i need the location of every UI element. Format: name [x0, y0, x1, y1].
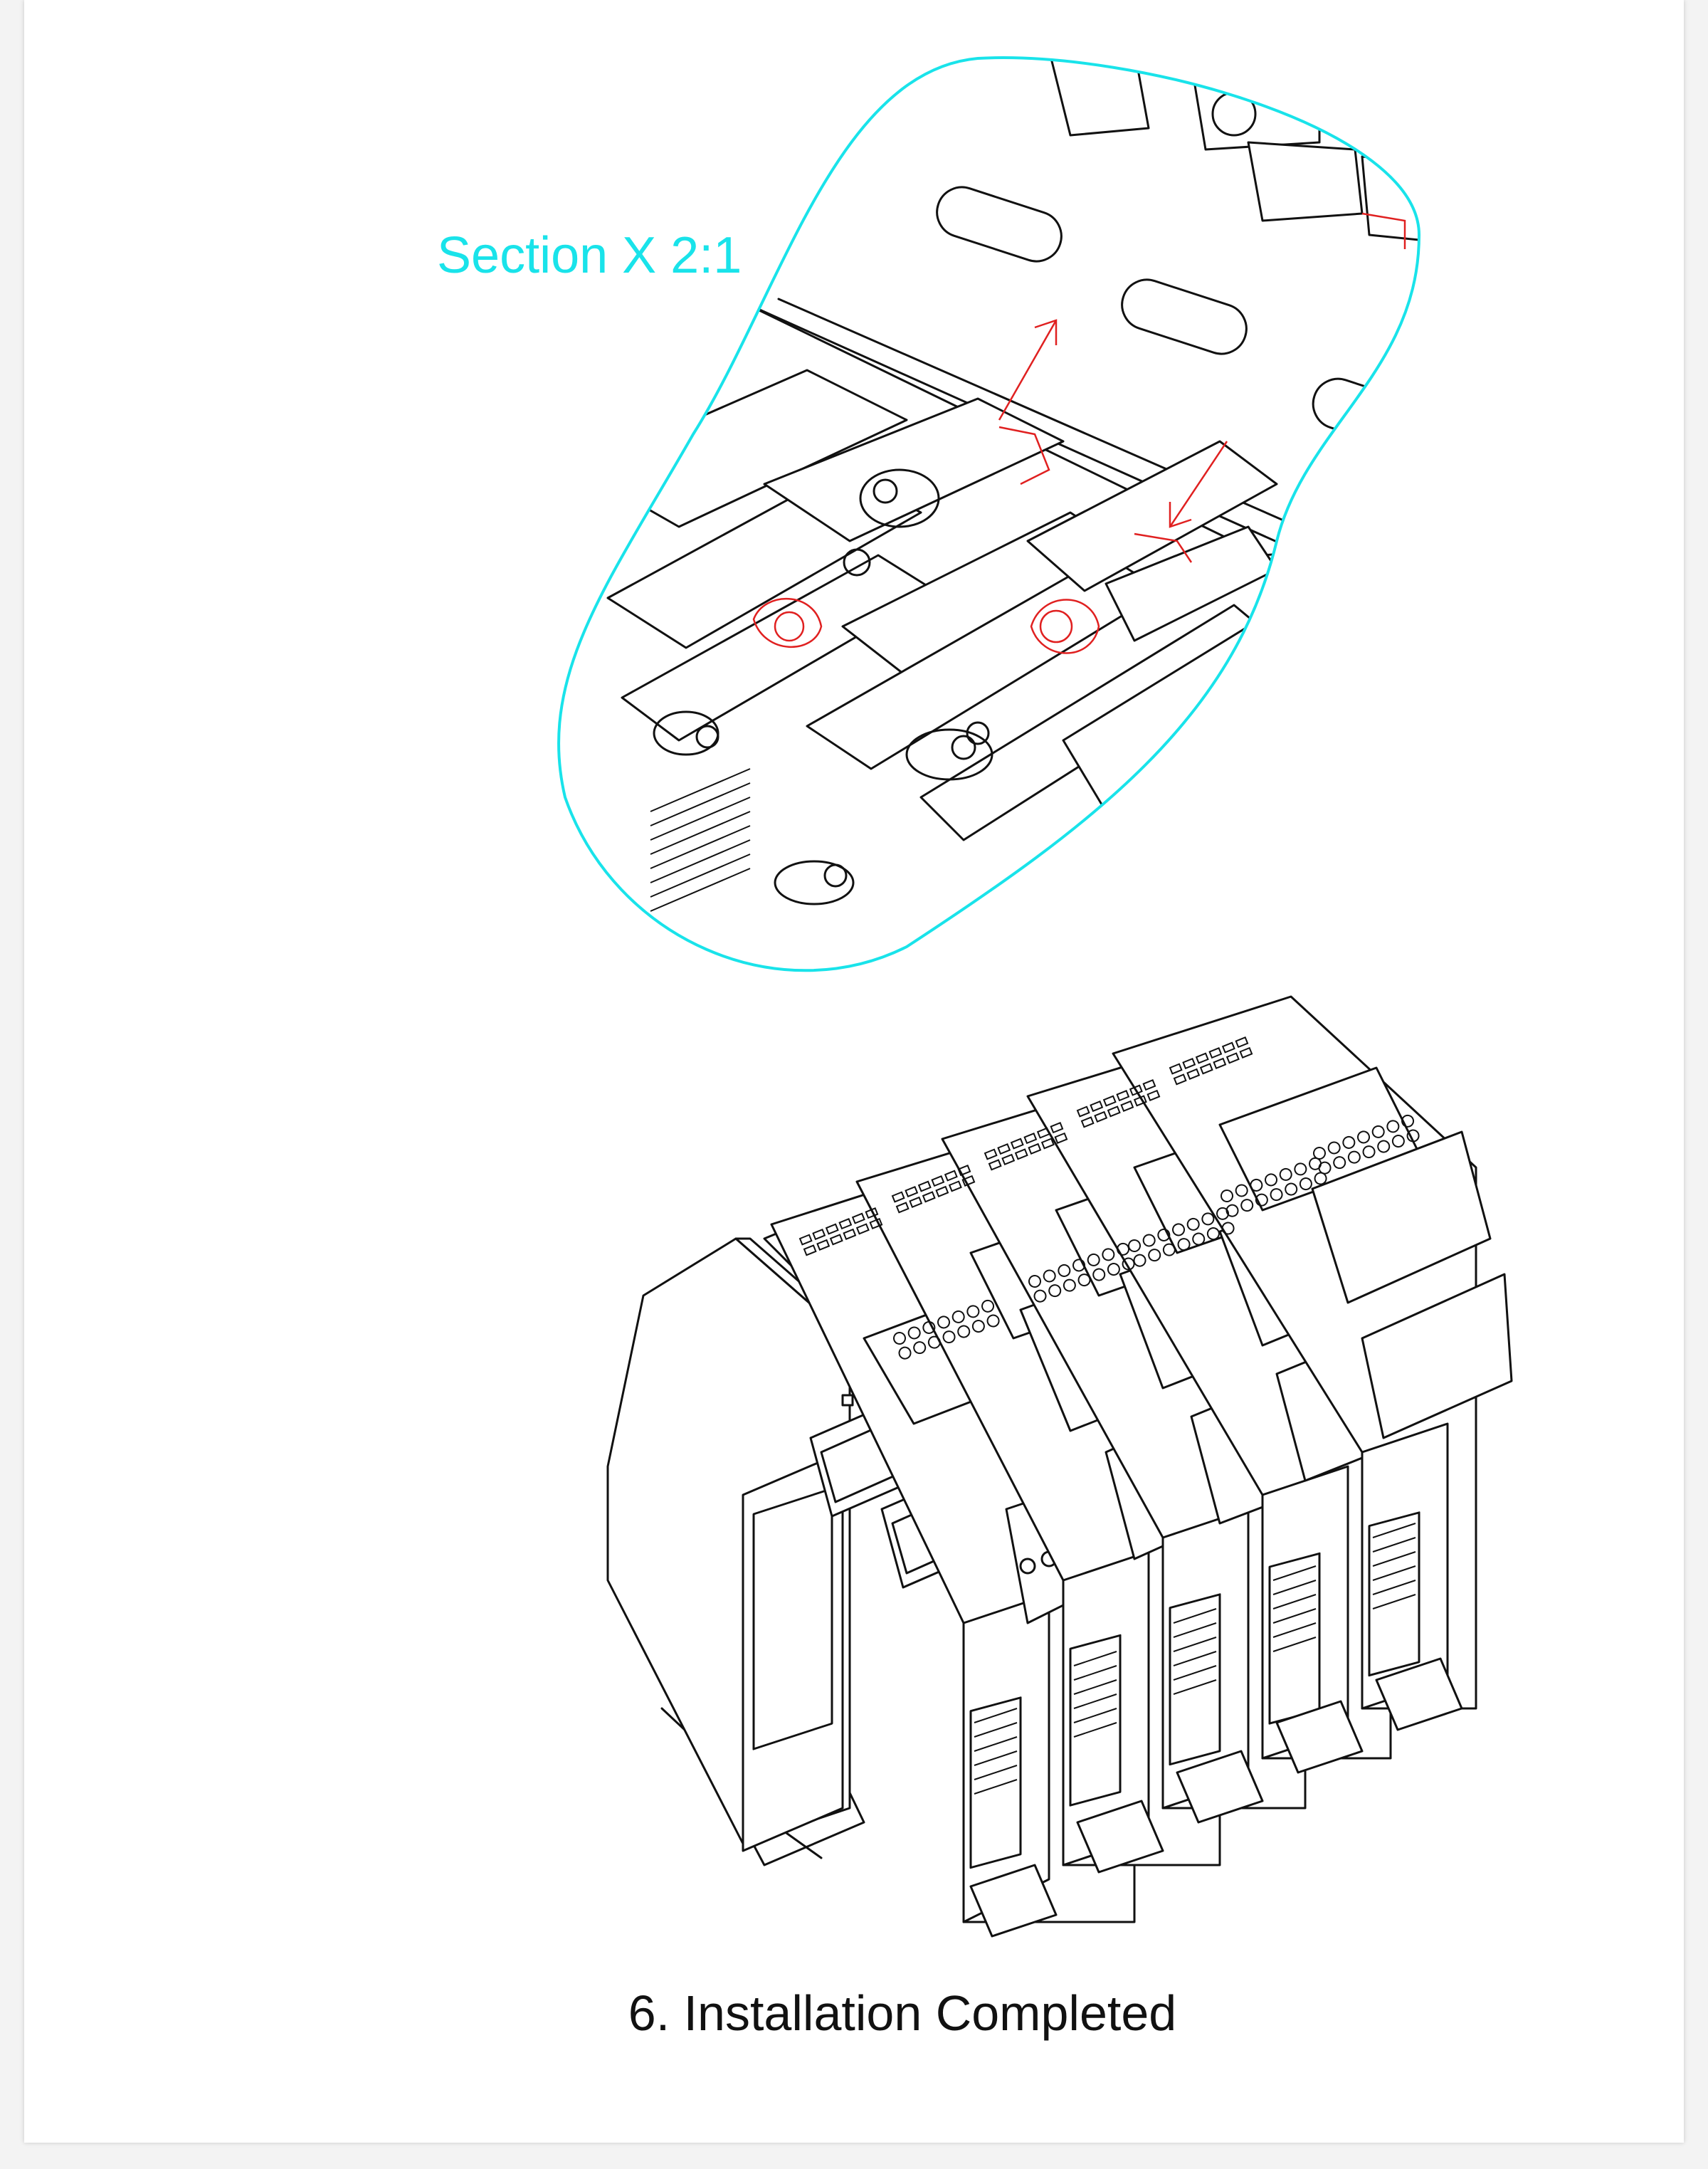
document-page: Section X 2:1 — [24, 0, 1684, 2143]
assembly-drawing — [606, 995, 1513, 1938]
io-modules — [770, 995, 1513, 1938]
section-detail-drawing — [557, 56, 1421, 972]
step-caption: 6. Installation Completed — [628, 1985, 1177, 2041]
detail-boundary — [557, 56, 1421, 972]
terminal-grids — [798, 1036, 1420, 1360]
rail-closeup — [578, 58, 1419, 912]
io-module-5 — [1112, 995, 1513, 1731]
coupler-module — [606, 1202, 986, 1852]
red-indicators — [752, 212, 1406, 654]
section-label: Section X 2:1 — [437, 227, 742, 284]
front-vents — [974, 1523, 1416, 1795]
